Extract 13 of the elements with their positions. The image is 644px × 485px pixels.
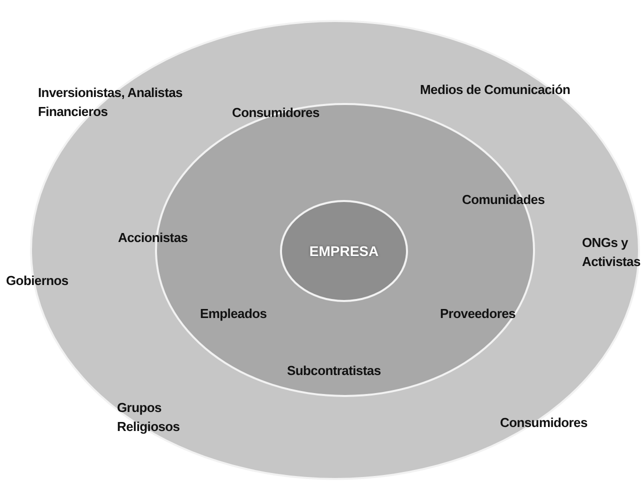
stakeholder-label: Subcontratistas <box>287 362 382 380</box>
stakeholder-label: Empleados <box>200 305 268 323</box>
stakeholder-label: Consumidores <box>500 414 588 432</box>
stakeholder-label: Inversionistas, Analistas Financieros <box>38 84 184 121</box>
stakeholder-label: Consumidores <box>232 104 320 122</box>
stakeholder-label: Gobiernos <box>6 272 70 290</box>
stakeholder-label: Proveedores <box>440 305 516 323</box>
stakeholder-label: Medios de Comunicación <box>420 81 572 99</box>
stakeholder-label: Grupos Religiosos <box>117 399 181 436</box>
center-label: EMPRESA <box>309 243 379 259</box>
stakeholder-label: Accionistas <box>118 229 189 247</box>
stakeholder-label: Comunidades <box>462 191 546 209</box>
stakeholder-label: ONGs y Activistas <box>582 234 642 271</box>
